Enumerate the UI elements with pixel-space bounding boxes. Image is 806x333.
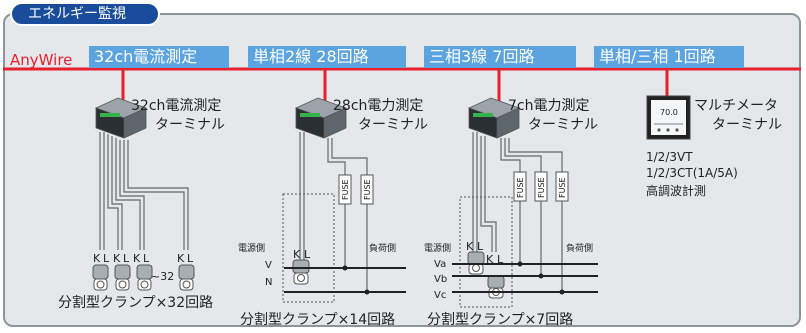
svg-text:負荷側: 負荷側 — [566, 242, 593, 254]
svg-text:L: L — [123, 252, 130, 265]
terminal-3-name-line2: ターミナル — [528, 117, 598, 133]
terminal-1-name-line1: 32ch電流測定 — [131, 98, 222, 114]
svg-text:Vc: Vc — [434, 290, 446, 301]
terminal-4-name-line1: マルチメータ — [694, 98, 778, 114]
svg-text:FUSE: FUSE — [537, 177, 546, 198]
svg-text:L: L — [497, 253, 504, 266]
svg-text:K: K — [293, 248, 301, 261]
svg-text:K: K — [113, 252, 121, 265]
anywire-label: AnyWire — [10, 51, 73, 69]
svg-text:L: L — [103, 252, 110, 265]
terminal-2-dotted-box — [282, 193, 335, 303]
terminal-3-line-labels: 電源側 負荷側 Va Vb Vc — [424, 242, 593, 301]
svg-text:FUSE: FUSE — [341, 179, 350, 200]
terminal-1-clamps — [92, 264, 195, 291]
svg-text:K: K — [486, 253, 494, 266]
svg-text:FUSE: FUSE — [363, 179, 372, 200]
svg-text:N: N — [265, 277, 272, 288]
multimeter-spec-harmonic: 高調波計測 — [646, 184, 707, 198]
svg-text:L: L — [477, 240, 484, 253]
terminal-3-wires — [472, 132, 563, 292]
terminal-1-caption: 分割型クランプ×32回路 — [58, 295, 214, 311]
svg-text:L: L — [143, 252, 150, 265]
svg-text:K: K — [466, 240, 474, 253]
bus-label-single-phase-28: 単相2線 28回路 — [248, 46, 406, 68]
terminal-3-caption: 分割型クランプ×7回路 — [427, 312, 574, 328]
bus-label-three-phase-7: 三相3線 7回路 — [424, 46, 576, 68]
svg-text:K: K — [133, 252, 141, 265]
terminal-2-nodes — [342, 265, 370, 295]
terminal-3-device — [467, 97, 521, 139]
terminal-2-line-labels: 電源側 負荷側 V N — [238, 242, 396, 288]
svg-text:V: V — [265, 260, 272, 271]
svg-text:FUSE: FUSE — [516, 177, 525, 198]
terminal-3-clamps — [467, 251, 505, 299]
terminal-3-fuses — [513, 171, 569, 202]
svg-text:負荷側: 負荷側 — [369, 242, 396, 254]
terminal-2-name-line2: ターミナル — [358, 117, 428, 133]
terminal-3-power-lines — [452, 263, 598, 293]
multimeter-device — [646, 95, 691, 140]
multimeter-display: 70.0 — [660, 108, 678, 117]
terminal-2-caption: 分割型クランプ×14回路 — [240, 312, 396, 328]
terminal-1-device — [94, 97, 148, 139]
terminal-3-fuse-labels: FUSE FUSE FUSE — [516, 177, 567, 198]
bus-label-single-three-1: 単相/三相 1回路 — [594, 46, 744, 68]
svg-text:FUSE: FUSE — [558, 177, 567, 198]
energy-monitoring-title: エネルギー監視 — [10, 2, 160, 26]
clamp-count-label: ~32 — [151, 270, 174, 283]
svg-text:L: L — [304, 248, 311, 261]
svg-text:K: K — [93, 252, 101, 265]
terminal-2-fuse-labels: FUSE FUSE — [341, 179, 372, 200]
svg-text:L: L — [187, 252, 194, 265]
svg-text:Va: Va — [434, 259, 446, 270]
svg-text:K: K — [177, 252, 185, 265]
multimeter-spec-ct: 1/2/3CT(1A/5A) — [646, 166, 738, 180]
terminal-3-name-line1: 7ch電力測定 — [508, 98, 590, 114]
terminal-2-wires — [299, 132, 368, 292]
terminal-2-fuses — [338, 174, 374, 205]
bus-label-32ch-current: 32ch電流測定 — [89, 46, 229, 68]
terminal-3-dotted-box — [459, 196, 513, 308]
terminal-2-device — [294, 97, 348, 139]
multimeter-spec-vt: 1/2/3VT — [646, 150, 693, 164]
terminal-4-name-line2: ターミナル — [712, 117, 782, 133]
terminal-3-nodes — [517, 261, 565, 295]
terminal-1-wires — [99, 132, 189, 250]
svg-text:電源側: 電源側 — [238, 242, 265, 254]
terminal-2-clamp — [292, 259, 310, 285]
svg-text:Vb: Vb — [434, 274, 447, 285]
svg-text:電源側: 電源側 — [424, 242, 451, 254]
terminal-1-name-line2: ターミナル — [155, 117, 225, 133]
terminal-2-name-line1: 28ch電力測定 — [333, 98, 424, 114]
